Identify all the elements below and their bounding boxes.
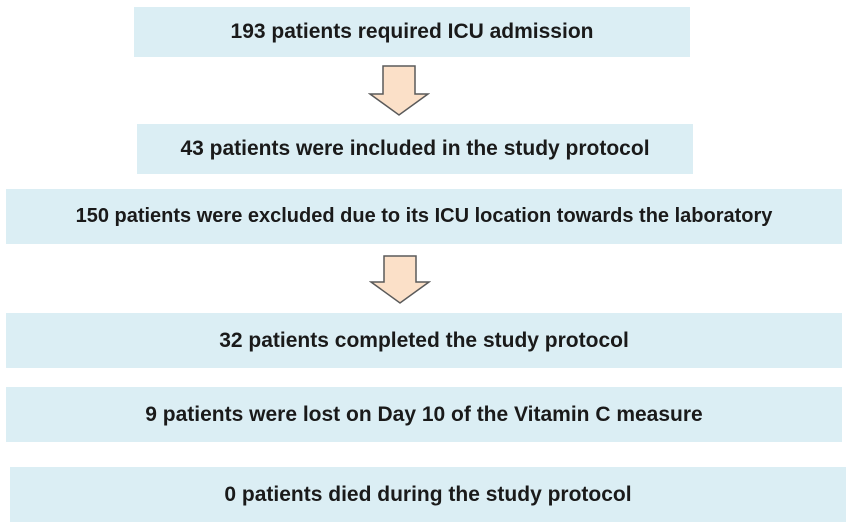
down-arrow-icon — [369, 255, 431, 304]
flow-step-label: 32 patients completed the study protocol — [219, 328, 629, 352]
flow-step-label: 193 patients required ICU admission — [230, 20, 594, 43]
flow-step-label: 9 patients were lost on Day 10 of the Vi… — [145, 402, 703, 426]
flow-step-icu-admission: 193 patients required ICU admission — [134, 7, 690, 57]
flow-step-label: 0 patients died during the study protoco… — [224, 482, 632, 506]
flow-step-completed: 32 patients completed the study protocol — [6, 313, 842, 368]
flow-step-label: 43 patients were included in the study p… — [180, 137, 650, 160]
flow-step-label: 150 patients were excluded due to its IC… — [75, 205, 773, 227]
flow-step-died: 0 patients died during the study protoco… — [10, 467, 846, 522]
down-arrow-icon — [368, 65, 430, 116]
flow-step-lost: 9 patients were lost on Day 10 of the Vi… — [6, 387, 842, 442]
flow-step-excluded: 150 patients were excluded due to its IC… — [6, 189, 842, 244]
flow-step-included: 43 patients were included in the study p… — [137, 124, 693, 174]
